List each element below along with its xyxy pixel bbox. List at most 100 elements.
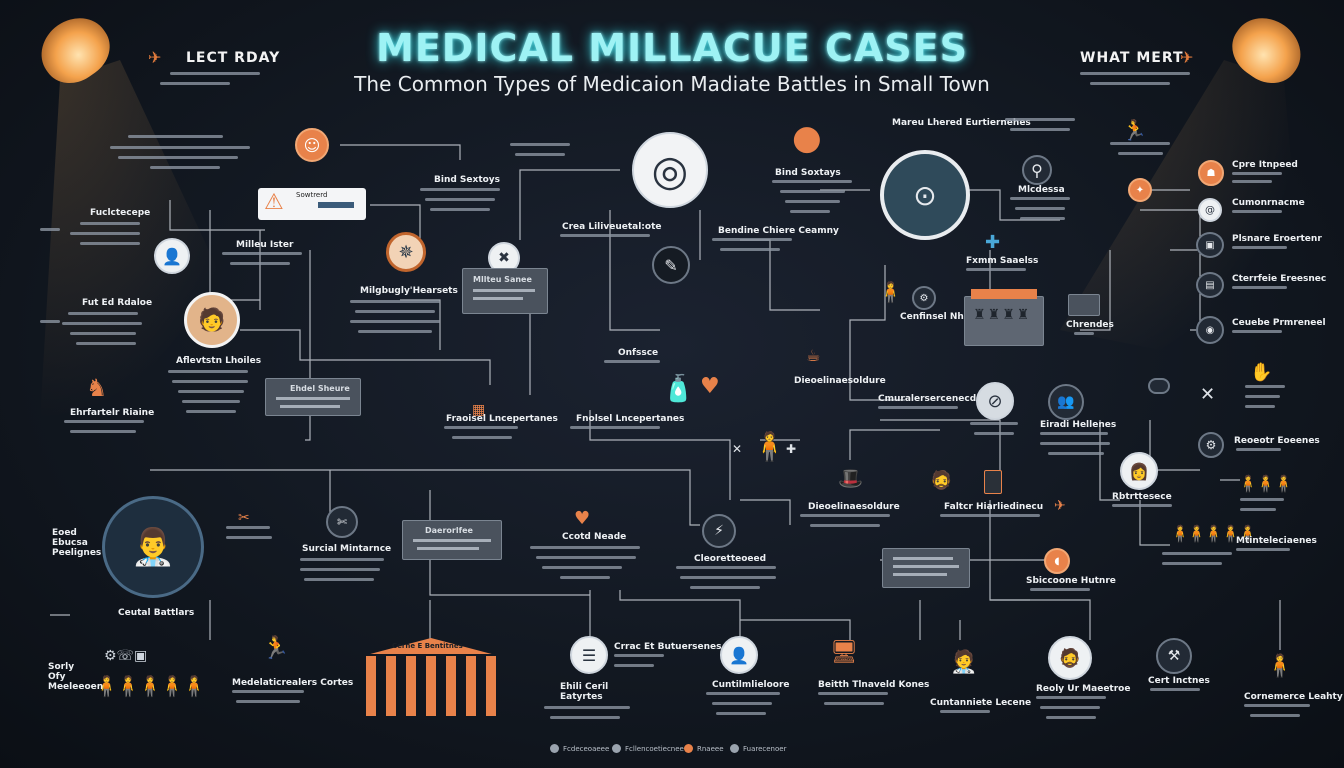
text-line xyxy=(940,710,990,713)
text-line xyxy=(1010,128,1070,131)
cent-right-label: Dieoelinaesoldure xyxy=(794,376,886,386)
text-line xyxy=(1232,286,1287,289)
hat-icon: 🎩 xyxy=(838,466,863,490)
right-node-label: Cmuralersercenecd xyxy=(878,394,977,404)
text-line xyxy=(772,180,852,183)
right-col-icon-5: ◉ xyxy=(1196,316,1224,344)
text-line xyxy=(64,420,144,423)
text-line xyxy=(1232,172,1282,175)
courthouse: Cerne E Bentitnes xyxy=(362,638,500,718)
text-line xyxy=(536,556,636,559)
text-line xyxy=(1020,217,1065,220)
text-line xyxy=(1048,452,1104,455)
bottom-label-7: Reoly Ur Maeetroe xyxy=(1036,684,1131,694)
doctor-icon: ☺ xyxy=(295,128,329,162)
horse-icon: ♞ xyxy=(86,374,108,402)
text-line xyxy=(128,135,223,138)
medicine-bottle-icon: 🧴 xyxy=(662,374,695,404)
tools-icon: ✂ xyxy=(238,510,250,526)
mid-card-line xyxy=(473,297,523,300)
door-icon xyxy=(984,470,1002,494)
footer-label: Fcdeceoaeee xyxy=(563,744,610,753)
text-line xyxy=(810,524,880,527)
right-col-label-6: Reoeotr Eoeenes xyxy=(1234,436,1320,446)
text-line xyxy=(1080,72,1190,75)
text-line xyxy=(444,426,518,429)
text-line xyxy=(530,546,640,549)
text-line xyxy=(974,432,1014,435)
compass-icon: ✵ xyxy=(386,232,426,272)
lower-mid-label: Dieoelinaesoldure xyxy=(808,502,900,512)
text-line xyxy=(420,188,500,191)
text-line xyxy=(226,526,270,529)
text-line xyxy=(304,578,374,581)
text-line xyxy=(878,406,958,409)
left-side-label-2: Fut Ed Rdaloe xyxy=(82,298,153,308)
patient-icon: 🧍 xyxy=(752,430,787,463)
text-line xyxy=(300,568,380,571)
text-line xyxy=(172,380,248,383)
text-line xyxy=(604,360,660,363)
stacked-label: Fraoisel Lncepertanes xyxy=(446,414,558,424)
bottom-label-9: Cornemerce Leahty xyxy=(1244,692,1343,702)
birdi-icon: 👥 xyxy=(1048,384,1084,420)
text-line xyxy=(1236,548,1290,551)
left-panel-label: Ehdel Sheure xyxy=(290,384,350,393)
alert-card-bar xyxy=(318,202,354,208)
left-mid-label: Aflevtstn Lhoiles xyxy=(176,356,262,366)
bottom-label-3: Ehili Ceril Eatyrtes xyxy=(560,682,609,702)
text-line xyxy=(355,310,435,313)
crowd-bottom-icon: 🧍🧍🧍🧍🧍 xyxy=(94,674,207,698)
right-mid-icon: ⚙ xyxy=(912,286,936,310)
text-line xyxy=(560,576,610,579)
plus-icon: ✚ xyxy=(786,442,797,456)
text-line xyxy=(230,262,290,265)
man-icon: 🧔 xyxy=(1048,636,1092,680)
text-line xyxy=(1030,588,1090,591)
page-subtitle: The Common Types of Medicaion Madiate Ba… xyxy=(354,72,990,96)
alert-card-label: Sowtrerd xyxy=(296,191,328,199)
left-panel-line xyxy=(280,405,340,408)
medal-icon: ✦ xyxy=(1128,178,1152,202)
text-line xyxy=(1232,246,1287,249)
right-col-label-2: Cumonrnacme xyxy=(1232,198,1305,208)
text-line xyxy=(1046,716,1096,719)
lower-right-panel xyxy=(882,548,970,588)
page-title: MEDICAL MILLACUE CASES xyxy=(376,26,968,70)
globe-icon: ⚒ xyxy=(1156,638,1192,674)
text-line xyxy=(614,654,664,657)
text-line xyxy=(680,576,776,579)
cross-tools-icon: ✕ xyxy=(1200,384,1216,405)
bottom-label-1: Medelaticrealers Cortes xyxy=(232,678,354,688)
right-mid-label-2: Chrendes xyxy=(1066,320,1114,330)
left-spotlight-beam xyxy=(40,60,260,420)
text-line xyxy=(706,692,780,695)
text-line xyxy=(1240,508,1276,511)
footer-dot-icon xyxy=(730,744,739,753)
right-col-label-1: Cpre Itnpeed xyxy=(1232,160,1298,170)
right-col-icon-2: @ xyxy=(1198,198,1222,222)
text-line xyxy=(118,156,238,159)
text-line xyxy=(226,536,272,539)
text-line xyxy=(62,322,142,325)
text-line xyxy=(510,143,570,146)
text-line xyxy=(800,514,890,517)
text-line xyxy=(1015,207,1065,210)
text-line xyxy=(818,692,888,695)
footer-dot-icon xyxy=(550,744,559,753)
text-line xyxy=(614,664,654,667)
left-corner-title: LECT RDAY xyxy=(186,50,281,66)
ccotd-label: Ccotd Neade xyxy=(562,532,627,542)
bottom-label-6: Cuntanniete Lecene xyxy=(930,698,1032,708)
bottom-left-label: Sorly Ofy Meeleeoens xyxy=(48,662,109,692)
monitor-icon xyxy=(1068,294,1100,316)
text-line xyxy=(1090,82,1170,85)
birdi-label: Eiradi Hellenes xyxy=(1040,420,1117,430)
text-line xyxy=(80,222,140,225)
right-col-icon-1: ☗ xyxy=(1198,160,1224,186)
person-icon: 👤 xyxy=(154,238,190,274)
central-battles-label: Ceutal Battlars xyxy=(118,608,195,618)
alert-card: ⚠ Sowtrerd xyxy=(258,188,366,220)
text-line xyxy=(824,702,884,705)
footer-dot-icon xyxy=(684,744,693,753)
